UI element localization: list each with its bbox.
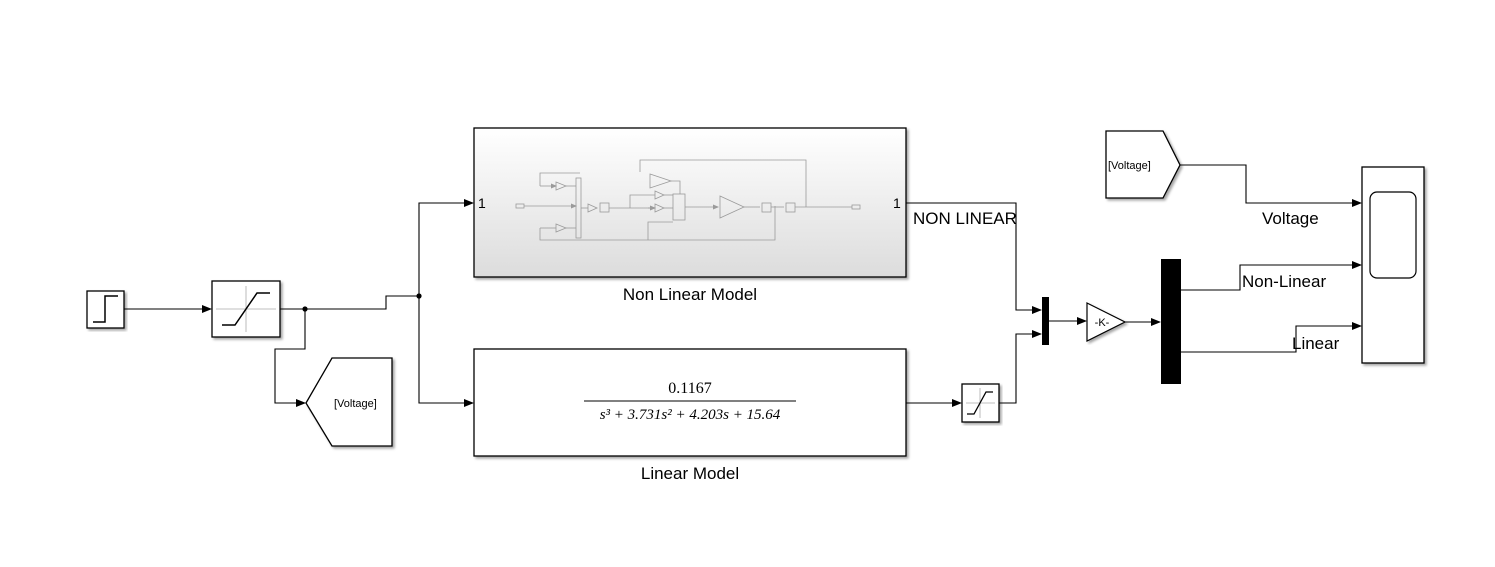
nonlinear-model-title: Non Linear Model (623, 285, 757, 304)
from-icon (1105, 130, 1181, 199)
linear-transfer-fn-block[interactable]: 0.1167 s³ + 3.731s² + 4.203s + 15.64 (473, 348, 907, 457)
signal-label-linear: Linear (1292, 334, 1340, 353)
goto-label: [Voltage] (334, 398, 377, 410)
gain-icon (1086, 302, 1127, 342)
signal-wires (124, 164, 1362, 407)
saturation-icon (216, 286, 276, 332)
signal-label-non-linear: Non-Linear (1242, 272, 1326, 291)
from-label: [Voltage] (1108, 160, 1151, 172)
gain-block[interactable]: -K- (1086, 302, 1127, 342)
scope-icon (1369, 191, 1417, 279)
goto-block[interactable]: [Voltage] (305, 357, 393, 447)
step-icon (93, 295, 118, 323)
scope-block[interactable] (1361, 166, 1425, 364)
tf-numerator: 0.1167 (668, 380, 711, 397)
saturation-small-block[interactable] (961, 383, 1000, 423)
nonlinear-subsystem-block[interactable]: 1 1 (473, 127, 907, 278)
demux-block[interactable] (1161, 259, 1181, 384)
linear-model-title: Linear Model (641, 464, 739, 483)
tf-denominator: s³ + 3.731s² + 4.203s + 15.64 (600, 407, 781, 423)
saturation-block[interactable] (211, 280, 281, 338)
nonlinear-out-port-label: 1 (893, 195, 901, 211)
nonlinear-in-port-label: 1 (478, 195, 486, 211)
gain-label: -K- (1095, 317, 1110, 329)
mux-block[interactable] (1042, 297, 1049, 345)
signal-label-voltage: Voltage (1262, 209, 1319, 228)
step-block[interactable] (86, 290, 125, 329)
signal-label-nonlinear-out: NON LINEAR (913, 209, 1017, 228)
goto-icon (305, 357, 393, 447)
saturation-icon (966, 388, 995, 418)
subsystem-preview-icon (515, 159, 861, 241)
from-block[interactable]: [Voltage] (1105, 130, 1181, 199)
